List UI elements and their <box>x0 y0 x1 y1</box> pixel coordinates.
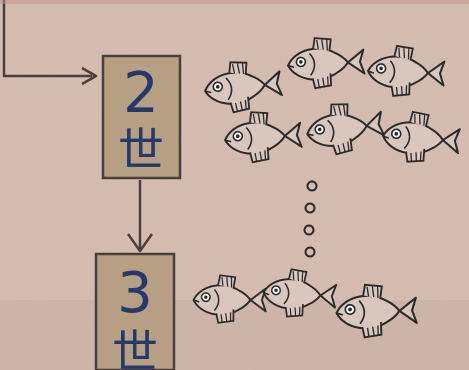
generation-2-label: 世 <box>118 123 164 177</box>
generation-2-box: 2 世 <box>101 54 182 180</box>
generation-3-label: 世 <box>112 325 158 370</box>
generation-2-number: 2 <box>123 61 159 126</box>
generation-3-number: 3 <box>117 261 153 326</box>
arrow-right-icon <box>2 0 98 86</box>
ellipsis-dots-icon <box>303 180 318 258</box>
arrow-down-icon <box>126 180 154 253</box>
generation-3-box: 3 世 <box>94 252 176 370</box>
